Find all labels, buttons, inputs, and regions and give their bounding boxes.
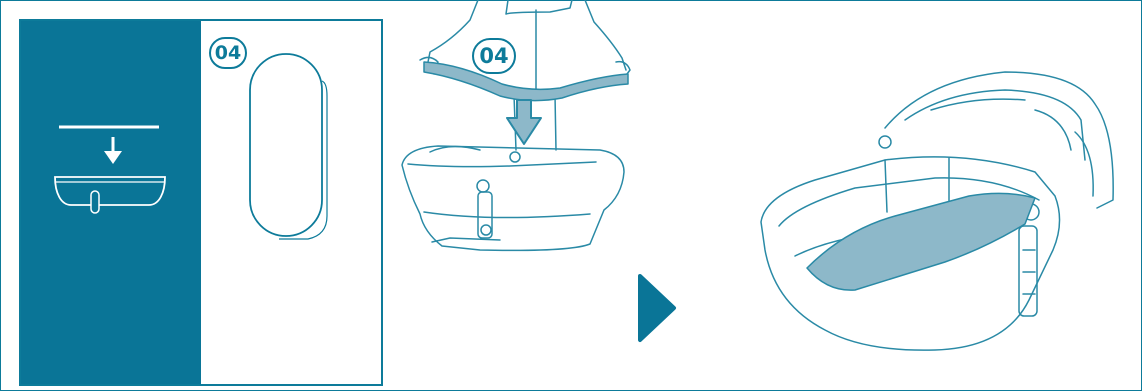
carrycot-with-mattress-illustration: [735, 0, 1135, 391]
down-arrow-icon: [507, 100, 541, 144]
pad-outline-icon: [21, 21, 383, 386]
parts-panel: 04: [19, 19, 383, 386]
play-triangle-icon: [630, 268, 680, 348]
